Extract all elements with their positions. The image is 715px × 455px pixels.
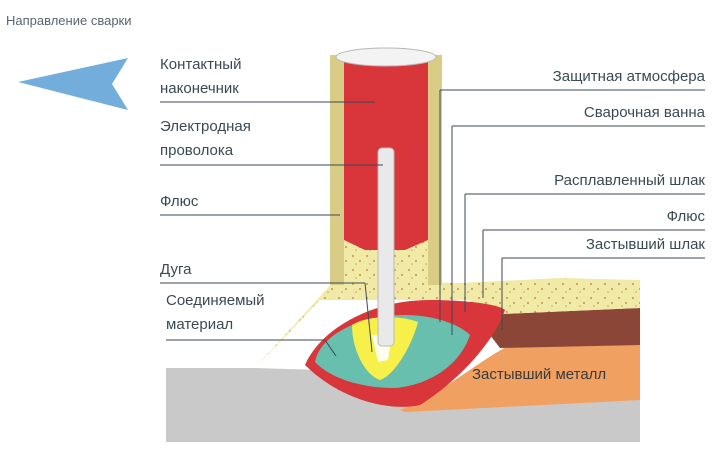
contact-tip-label-line2: наконечник (160, 80, 239, 98)
arc-label: Дуга (160, 261, 191, 279)
weld-pool-label: Сварочная ванна (584, 104, 705, 122)
electrode-wire (378, 148, 394, 346)
flux-right-label: Флюс (667, 208, 705, 226)
flux-left-label: Флюс (160, 193, 198, 211)
solid-slag-label: Застывший шлак (586, 236, 705, 254)
molten-slag-label: Расплавленный шлак (554, 172, 705, 190)
welding-direction-label: Направление сварки (6, 12, 132, 30)
electrode-label-line2: проволока (160, 142, 233, 160)
contact-tip-label-line1: Контактный (160, 56, 241, 74)
nozzle-left-wall (330, 55, 344, 285)
base-material-label-line2: материал (166, 316, 233, 334)
welding-direction-arrow-icon (18, 58, 128, 110)
base-material-label-line1: Соединяемый (166, 292, 265, 310)
tip-top-ellipse (336, 48, 436, 66)
shield-atmosphere-label: Защитная атмосфера (553, 68, 705, 86)
solid-metal-label: Застывший металл (472, 366, 606, 384)
electrode-label-line1: Электродная (160, 118, 251, 136)
